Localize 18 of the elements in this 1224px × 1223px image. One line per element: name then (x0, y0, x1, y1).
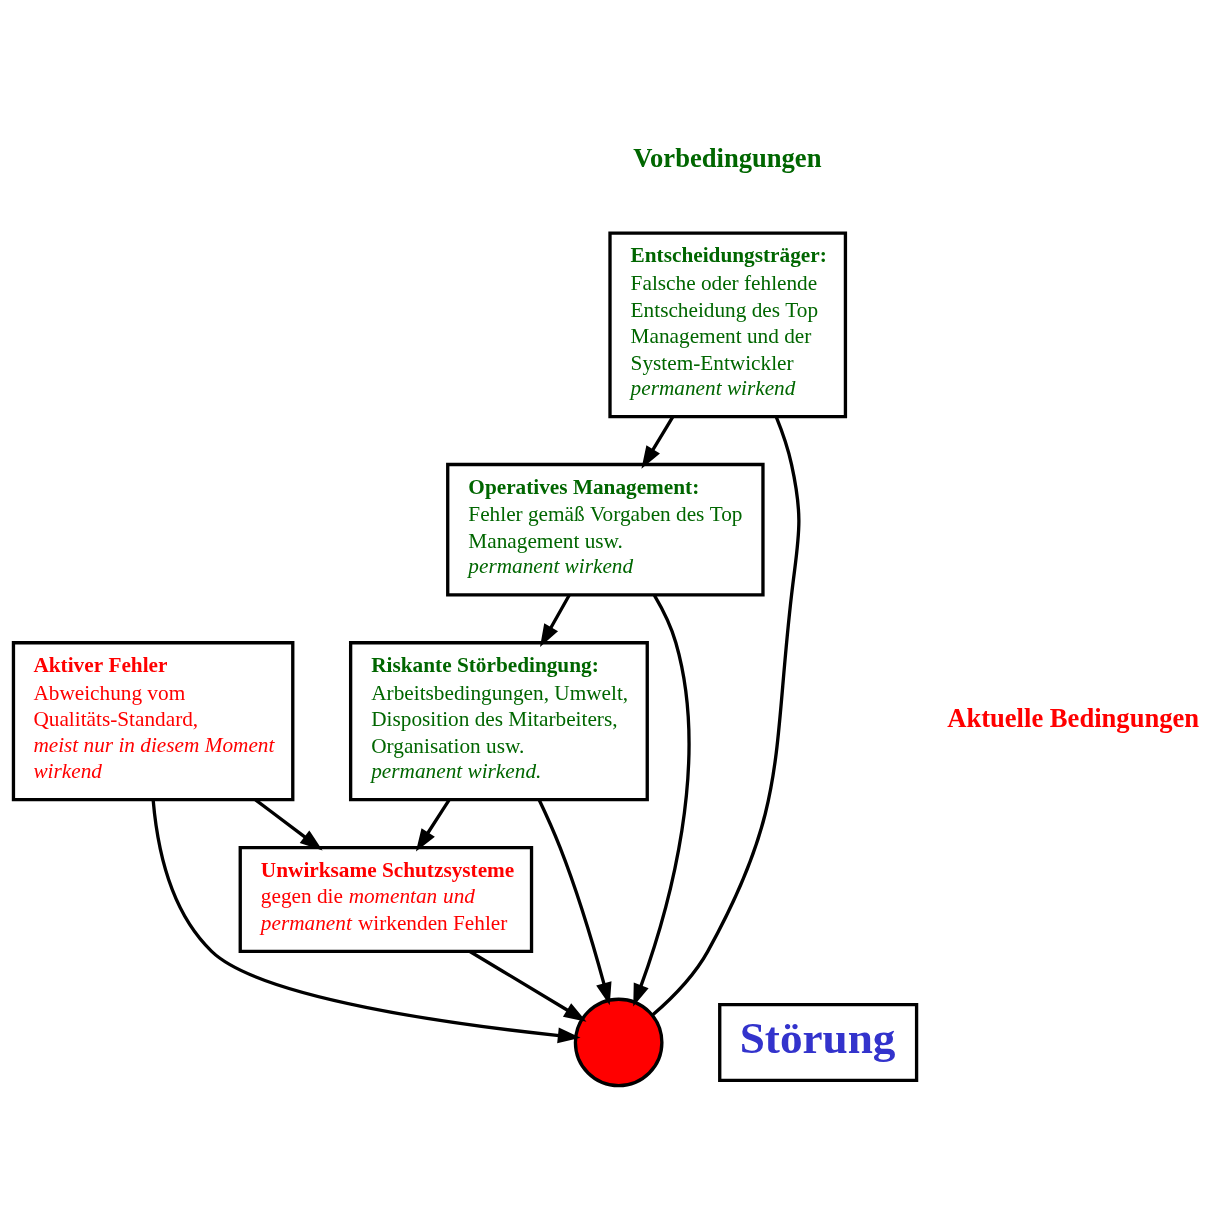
node-box: Störung (718, 1002, 919, 1083)
node-box: Riskante Störbedingung: Arbeitsbedingungen, Umwelt, Disposition des Mitarbeiters, Organisation usw. permanent wirkend. (348, 641, 649, 802)
label: Aktuelle Bedingungen (947, 702, 1200, 733)
node-box: Operatives Management: Fehler gemäß Vorgaben des Top Management usw. permanent wirkend (446, 462, 765, 597)
node-box: Aktiver Fehler Abweichung vom Qualitäts-Standard, meist nur in diesem Moment wirkend (11, 641, 295, 802)
label: Vorbedingungen (633, 142, 822, 173)
node-box: Entscheidungsträger: Falsche oder fehlende Entscheidung des Top Management und der System-Entwickler permanent wirkend (608, 231, 848, 419)
arrow (641, 416, 675, 469)
arrow (633, 594, 691, 1007)
node-box: Unwirksame Schutzsysteme gegen die momentan und permanent wirkenden Fehler (238, 845, 534, 953)
node-circle (573, 997, 664, 1088)
arrow (415, 799, 451, 852)
arrow (151, 800, 581, 1044)
arrow (469, 950, 587, 1022)
connector (651, 416, 801, 1017)
arrow (537, 799, 612, 1006)
arrow (254, 798, 323, 851)
arrow (540, 594, 571, 647)
